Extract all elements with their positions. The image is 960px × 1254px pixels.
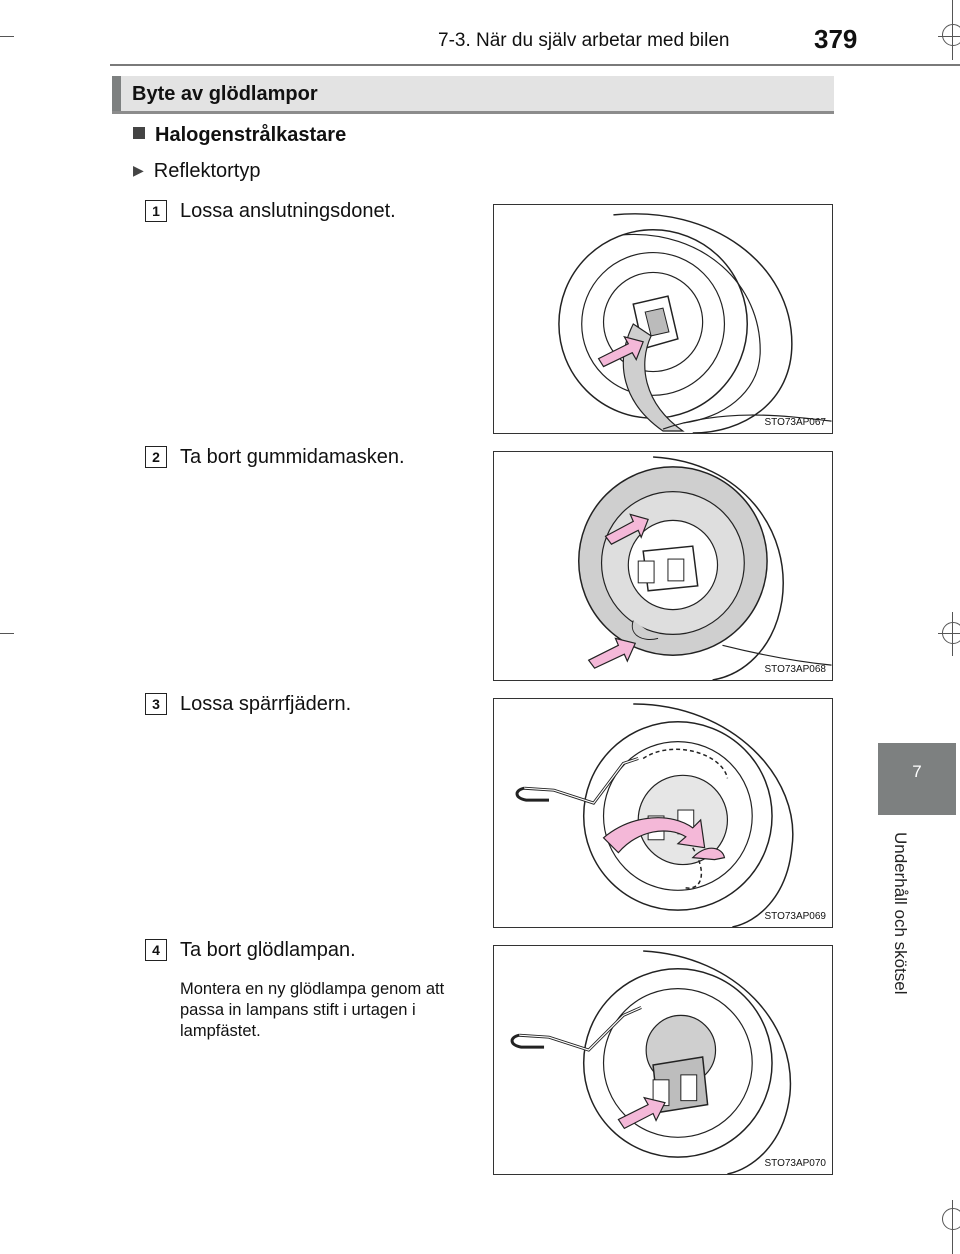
subheading: Halogenstrålkastare — [133, 124, 346, 147]
chapter-tab-label: Underhåll och skötsel — [891, 832, 910, 995]
step-number: 4 — [145, 939, 167, 961]
lamp-type-text: Reflektortyp — [153, 160, 261, 182]
chapter-title: 7-3. När du själv arbetar med bilen — [438, 30, 730, 51]
crop-mark-icon — [0, 36, 14, 37]
crop-mark-icon — [942, 1208, 960, 1230]
chapter-tab — [878, 743, 956, 815]
section-marker — [112, 76, 121, 111]
step-text: Lossa spärrfjädern. — [180, 693, 352, 715]
section-title-bar: Byte av glödlampor — [112, 76, 834, 114]
figure-code: STO73AP069 — [764, 911, 826, 922]
step-number: 3 — [145, 693, 167, 715]
figure-code: STO73AP070 — [764, 1158, 826, 1169]
crop-mark-icon — [938, 633, 960, 634]
step-text: Ta bort gummidamasken. — [180, 446, 405, 468]
figure-remove-rubber-boot: STO73AP068 — [493, 451, 833, 681]
step-text: Lossa anslutningsdonet. — [180, 200, 396, 222]
page-number: 379 — [814, 24, 858, 54]
step-number: 2 — [145, 446, 167, 468]
crop-mark-icon — [952, 1200, 953, 1254]
crop-mark-icon — [0, 633, 14, 634]
section-title: Byte av glödlampor — [132, 83, 318, 105]
figure-code: STO73AP068 — [764, 664, 826, 675]
triangle-bullet-icon: ▶ — [133, 162, 144, 178]
step-number: 1 — [145, 200, 167, 222]
step-text: Ta bort glödlampan. — [180, 939, 356, 961]
lamp-type: ▶ Reflektortyp — [133, 160, 261, 183]
crop-mark-icon — [952, 0, 953, 60]
subheading-text: Halogenstrålkastare — [155, 124, 347, 146]
figure-release-retaining-spring: STO73AP069 — [493, 698, 833, 928]
crop-mark-icon — [942, 24, 960, 46]
step-note: Montera en ny glödlampa genom att passa … — [180, 980, 445, 1040]
header-divider — [110, 64, 960, 66]
crop-mark-icon — [952, 612, 953, 656]
chapter-tab-number: 7 — [912, 762, 922, 781]
square-bullet-icon — [133, 127, 145, 139]
figure-remove-bulb: STO73AP070 — [493, 945, 833, 1175]
figure-disconnect-connector: STO73AP067 — [493, 204, 833, 434]
figure-code: STO73AP067 — [764, 417, 826, 428]
